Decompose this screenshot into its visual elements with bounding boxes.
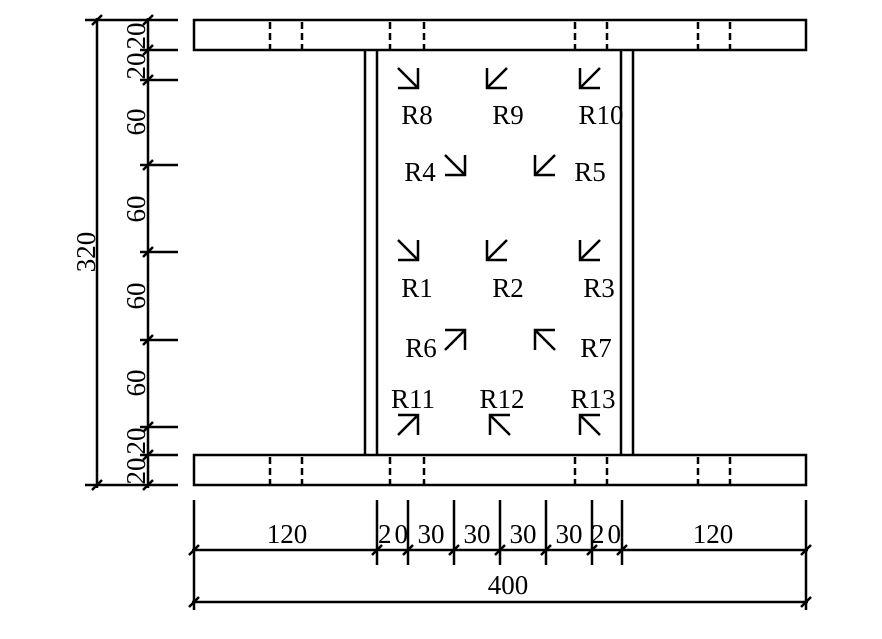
dimension-tick — [800, 544, 812, 556]
dim-v-5: 60 — [121, 283, 151, 310]
dimension-tick — [142, 449, 154, 461]
sensor-label-r8: R8 — [401, 100, 433, 130]
dimension-tick — [142, 74, 154, 86]
sensor-label-r2: R2 — [492, 273, 524, 303]
sensor-label-r13: R13 — [570, 384, 615, 414]
flange-dashed-lines — [268, 22, 732, 485]
sensor-label-r7: R7 — [580, 333, 612, 363]
dim-h-5: 30 — [510, 519, 537, 549]
dim-v-6: 60 — [121, 370, 151, 397]
dimension-tick — [142, 246, 154, 258]
dim-total-width: 400 — [488, 570, 529, 600]
dimension-tick — [371, 544, 383, 556]
dimension-tick — [402, 544, 414, 556]
arrow-sw-icon — [485, 67, 508, 90]
dim-h-7: 20 — [591, 519, 621, 549]
arrow-sw-icon — [578, 239, 601, 262]
dim-v-4: 60 — [121, 196, 151, 223]
arrow-se-icon — [444, 154, 467, 177]
dimension-tick — [142, 334, 154, 346]
sensor-label-r6: R6 — [405, 333, 437, 363]
arrow-se-icon — [397, 239, 420, 262]
sensor-label-r12: R12 — [479, 384, 524, 414]
top-flange — [192, 18, 808, 52]
arrow-sw-icon — [533, 154, 556, 177]
dim-h-2: 20 — [378, 519, 408, 549]
dimension-tick — [540, 544, 552, 556]
dimension-tick — [586, 544, 598, 556]
arrow-ne-icon — [397, 413, 420, 436]
dimension-tick — [142, 421, 154, 433]
dimension-tick — [494, 544, 506, 556]
dimension-tick — [448, 544, 460, 556]
dim-h-8: 120 — [693, 519, 734, 549]
sensor-label-r10: R10 — [578, 100, 623, 130]
dimension-tick — [142, 14, 154, 26]
dim-h-4: 30 — [464, 519, 491, 549]
dim-total-height: 320 — [71, 232, 101, 273]
arrow-nw-icon — [578, 413, 601, 436]
sensor-label-r5: R5 — [574, 157, 606, 187]
dimension-tick — [142, 479, 154, 491]
dimension-tick — [188, 544, 200, 556]
dim-h-6: 30 — [556, 519, 583, 549]
dimension-tick — [188, 596, 200, 608]
sensor-label-r3: R3 — [583, 273, 615, 303]
sensor-label-r11: R11 — [391, 384, 435, 414]
arrow-sw-icon — [578, 67, 601, 90]
sensor-label-r4: R4 — [404, 157, 436, 187]
dimension-tick — [91, 14, 103, 26]
dimension-tick — [616, 544, 628, 556]
arrow-sw-icon — [485, 239, 508, 262]
horizontal-dimension-lines — [188, 500, 812, 610]
arrow-se-icon — [397, 67, 420, 90]
dimension-tick — [142, 159, 154, 171]
arrow-nw-icon — [488, 413, 511, 436]
arrow-ne-icon — [444, 328, 467, 351]
sensor-label-r9: R9 — [492, 100, 524, 130]
dim-v-7: 20 — [121, 428, 151, 455]
sensor-label-r1: R1 — [401, 273, 433, 303]
arrow-nw-icon — [533, 328, 556, 351]
dim-v-2: 20 — [121, 53, 151, 80]
vertical-dimension-lines — [85, 14, 178, 491]
dim-h-1: 120 — [267, 519, 308, 549]
dimension-tick — [91, 479, 103, 491]
web — [363, 50, 635, 455]
dimension-tick — [800, 596, 812, 608]
dim-v-1: 20 — [121, 23, 151, 50]
bottom-flange — [192, 453, 808, 487]
dim-h-3: 30 — [418, 519, 445, 549]
dim-v-8: 20 — [121, 458, 151, 485]
dimension-tick — [142, 44, 154, 56]
sensor-arrows — [397, 67, 601, 436]
dim-v-3: 60 — [121, 109, 151, 136]
